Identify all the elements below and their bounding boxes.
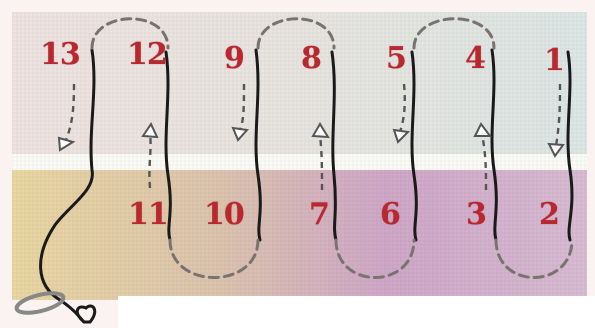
label-11: 11 (128, 200, 168, 230)
stitch-line-7-8 (332, 52, 336, 240)
label-5: 5 (386, 44, 406, 74)
arrow-down-1 (556, 84, 560, 146)
label-12: 12 (127, 40, 167, 70)
label-1: 1 (544, 46, 564, 76)
label-3: 3 (466, 200, 486, 230)
arrow-up-7 (320, 134, 322, 190)
arrow-up-icon (143, 124, 157, 137)
top-loop-8-9 (258, 19, 334, 48)
arrow-up-icon (475, 124, 490, 136)
arrow-down-5 (400, 84, 405, 132)
arrow-down-icon (394, 130, 408, 142)
label-13: 13 (40, 40, 80, 70)
arrow-down-icon (549, 144, 563, 156)
stitch-line-1-2 (568, 52, 572, 240)
bottom-loop-6-7 (336, 240, 414, 278)
arrow-up-icon (313, 124, 328, 137)
label-7: 7 (309, 200, 329, 230)
label-10: 10 (204, 200, 244, 230)
stitch-line-5-6 (412, 52, 416, 240)
label-2: 2 (539, 200, 559, 230)
stitch-line-3-4 (492, 50, 496, 240)
arrow-up-3 (482, 134, 486, 190)
arrow-up-11 (149, 134, 150, 188)
bottom-loop-2-3 (496, 240, 572, 278)
stitch-line-9-10 (256, 50, 260, 240)
label-4: 4 (465, 44, 485, 74)
stitch-line-13-tail (41, 50, 94, 322)
ring-icon (15, 289, 65, 316)
arrow-down-9 (240, 84, 244, 130)
label-6: 6 (380, 200, 400, 230)
arrow-down-13 (66, 84, 74, 140)
arrow-down-icon (59, 138, 73, 150)
arrow-down-icon (233, 128, 247, 140)
heart-icon (77, 306, 95, 322)
bottom-loop-10-11 (170, 240, 258, 278)
label-8: 8 (301, 44, 321, 74)
label-9: 9 (224, 44, 244, 74)
